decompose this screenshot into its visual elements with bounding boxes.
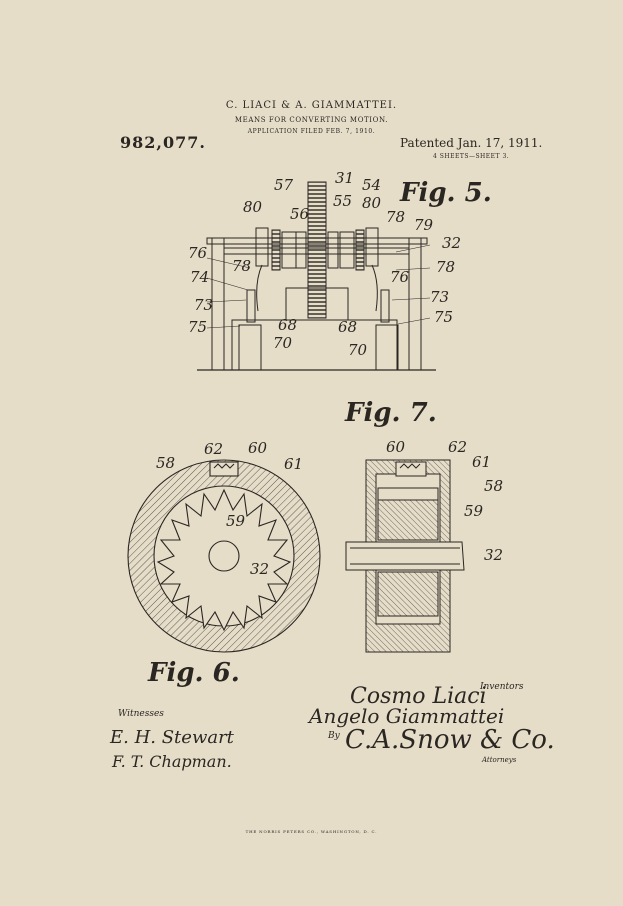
patented-date: Patented Jan. 17, 1911. [400, 136, 543, 150]
ref-numeral: 73 [430, 288, 450, 306]
ref-numeral: 78 [386, 208, 406, 226]
attorney-signature: C.A.Snow & Co. [345, 725, 555, 755]
ref-numeral: 68 [278, 316, 298, 334]
ref-numeral: 60 [248, 439, 268, 457]
figure-5-leaders [206, 244, 431, 329]
ref-numeral: 32 [442, 234, 462, 252]
ref-numeral: 58 [156, 454, 176, 472]
printer-footer: THE NORRIS PETERS CO., WASHINGTON, D. C. [245, 829, 378, 834]
ref-numeral: 61 [284, 455, 304, 473]
ref-numeral: 80 [362, 194, 382, 212]
ref-numeral: 78 [232, 257, 252, 275]
ref-numeral: 76 [188, 244, 208, 262]
ref-numeral: 70 [348, 341, 368, 359]
inventors-heading: C. LIACI & A. GIAMMATTEI. [225, 100, 398, 111]
ref-numeral: 80 [243, 198, 263, 216]
ref-numeral: 62 [448, 438, 468, 456]
ref-numeral: 62 [204, 440, 224, 458]
application-filed: APPLICATION FILED FEB. 7, 1910. [247, 128, 376, 135]
figure-7-drawing [345, 459, 465, 653]
ref-numeral: 59 [226, 512, 246, 530]
ref-numeral: 57 [274, 176, 294, 194]
figure-5-drawing [197, 181, 436, 371]
attorneys-label: Attorneys [482, 756, 517, 764]
witness-signature: E. H. Stewart [110, 727, 234, 748]
ref-numeral: 73 [194, 296, 214, 314]
ref-numeral: 60 [386, 438, 406, 456]
ref-numeral: 54 [362, 176, 382, 194]
ref-numeral: 56 [290, 205, 310, 223]
ref-numeral: 75 [188, 318, 208, 336]
inventor-signature: Angelo Giammattei [309, 704, 505, 728]
inventor-signature: Cosmo Liaci [350, 684, 487, 709]
ref-numeral: 58 [484, 477, 504, 495]
ref-numeral: 31 [335, 169, 355, 187]
ref-numeral: 70 [273, 334, 293, 352]
ref-numeral: 59 [464, 502, 484, 520]
ref-numeral: 79 [414, 216, 434, 234]
ref-numeral: 78 [436, 258, 456, 276]
ref-numeral: 32 [484, 546, 504, 564]
figure-7-label: Fig. 7. [345, 398, 437, 428]
figure-6-label: Fig. 6. [148, 658, 240, 688]
ref-numeral: 76 [390, 268, 410, 286]
inventors-label: Inventors [480, 682, 524, 692]
ref-numeral: 55 [333, 192, 353, 210]
figure-5-label: Fig. 5. [400, 178, 492, 208]
witnesses-label: Witnesses [118, 709, 164, 719]
ref-numeral: 74 [190, 268, 210, 286]
ref-numeral: 75 [434, 308, 454, 326]
sheet-count: 4 SHEETS—SHEET 3. [433, 153, 510, 160]
ref-numeral: 61 [472, 453, 492, 471]
ref-numeral: 68 [338, 318, 358, 336]
witness-signature: F. T. Chapman. [112, 752, 232, 771]
patent-number: 982,077. [120, 133, 206, 152]
figure-6-drawing [127, 459, 321, 653]
patent-title: MEANS FOR CONVERTING MOTION. [234, 116, 389, 124]
ref-numeral: 32 [250, 560, 270, 578]
by-label: By [328, 731, 340, 741]
